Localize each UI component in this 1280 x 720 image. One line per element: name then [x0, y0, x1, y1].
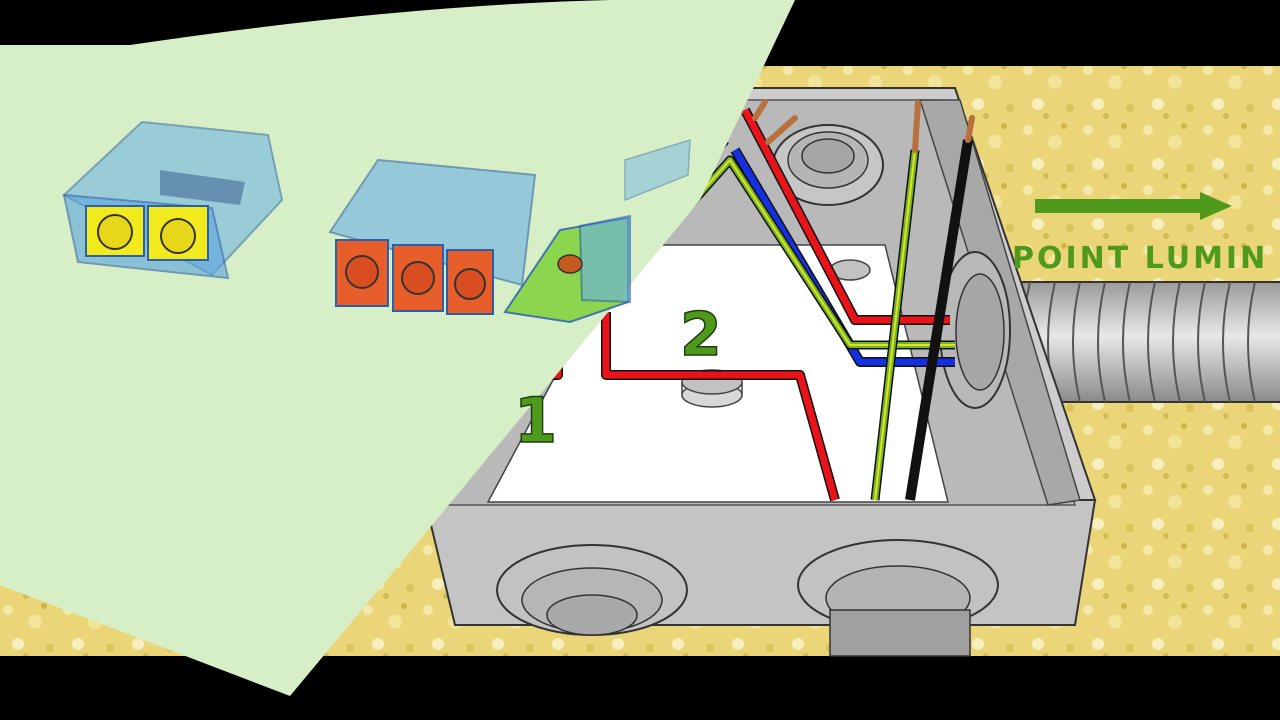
lever-connector-earth	[503, 138, 691, 324]
lever-connector-3-way	[328, 158, 537, 315]
destination-caption: POINT LUMIN	[1012, 241, 1268, 276]
label-terminal-1: 1	[514, 384, 557, 457]
return-wire	[905, 139, 973, 501]
letterbox-bottom	[0, 656, 1280, 720]
right-arrow-icon	[1035, 192, 1232, 220]
label-terminal-2: 2	[680, 300, 722, 370]
lever-connector-2-way	[62, 120, 284, 280]
